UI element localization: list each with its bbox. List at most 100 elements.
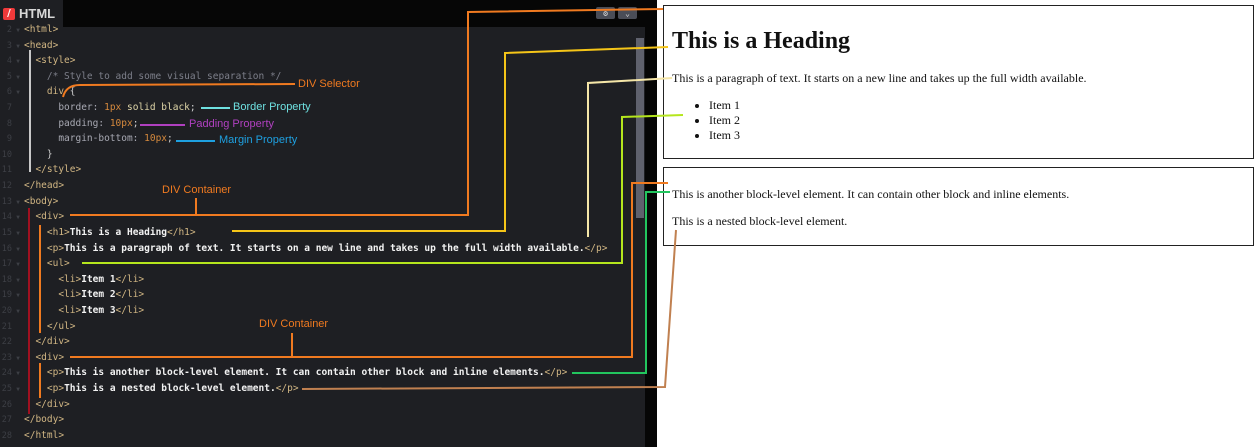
code-token: </div>: [35, 336, 70, 348]
code-token: <style>: [35, 55, 76, 67]
list-item: Item 2: [709, 113, 1245, 128]
html-logo-icon: /: [3, 7, 15, 20]
list-item: Item 3: [709, 128, 1245, 143]
code-token: <li>: [58, 273, 82, 285]
line-number: 14: [1, 212, 12, 223]
code-token: /* Style to add some visual separation *…: [46, 70, 282, 82]
code-token: div: [46, 86, 65, 98]
code-token: </li>: [115, 304, 145, 316]
code-line[interactable]: 25▼ <p>This is a nested block-level elem…: [0, 381, 607, 397]
code-line[interactable]: 21 </ul>: [0, 319, 607, 335]
code-token: ;: [132, 117, 139, 129]
code-line[interactable]: 13▼<body>: [0, 194, 607, 210]
code-token: border:: [58, 102, 105, 114]
code-line[interactable]: 9 margin-bottom: 10px;: [0, 131, 607, 147]
div-selector-label: DIV Selector: [298, 78, 360, 90]
code-line[interactable]: 19▼ <li>Item 2</li>: [0, 287, 607, 303]
code-token: This is another block-level element. It …: [64, 367, 545, 379]
fold-arrow-icon[interactable]: ▼: [16, 89, 20, 97]
fold-arrow-icon[interactable]: ▼: [16, 370, 20, 378]
code-line[interactable]: 18▼ <li>Item 1</li>: [0, 272, 607, 288]
code-token: <li>: [58, 304, 82, 316]
code-token: </p>: [275, 383, 299, 395]
fold-arrow-icon[interactable]: ▼: [16, 386, 20, 394]
code-token: </style>: [35, 164, 82, 176]
line-number: 2: [6, 25, 12, 35]
code-token: </h1>: [167, 226, 196, 238]
code-token: <body>: [24, 195, 59, 207]
fold-arrow-icon[interactable]: ▼: [16, 307, 20, 315]
code-line[interactable]: 12 </head>: [0, 178, 607, 194]
line-number: 25: [1, 384, 12, 395]
fold-arrow-icon[interactable]: ▼: [16, 354, 20, 362]
tab-html[interactable]: / HTML: [0, 0, 63, 27]
fold-arrow-icon[interactable]: ▼: [16, 42, 20, 50]
code-token: </p>: [544, 367, 568, 379]
code-token: Item 2: [81, 289, 116, 301]
divider[interactable]: [645, 0, 657, 447]
code-line[interactable]: 8 padding: 10px;: [0, 116, 607, 132]
code-line[interactable]: 22 </div>: [0, 334, 607, 350]
code-token: </div>: [35, 398, 70, 410]
code-token: <div>: [35, 351, 65, 363]
code-line[interactable]: 26 </div>: [0, 397, 607, 413]
code-line[interactable]: 23 ▼ <div>: [0, 350, 607, 366]
line-number: 3: [6, 40, 12, 51]
code-token: 10px: [109, 117, 133, 129]
fold-arrow-icon[interactable]: ▼: [16, 261, 20, 269]
code-line[interactable]: 10 }: [0, 147, 607, 163]
code-line[interactable]: 14▼ <div>: [0, 209, 607, 225]
preview-pane: This is a Heading This is a paragraph of…: [657, 0, 1258, 447]
code-line[interactable]: 27</body>: [0, 412, 607, 428]
fold-arrow-icon[interactable]: ▼: [16, 229, 20, 237]
preview-div-1: This is a Heading This is a paragraph of…: [663, 5, 1254, 159]
code-token: </p>: [584, 242, 608, 254]
list-item: Item 1: [709, 98, 1245, 113]
scrollbar[interactable]: [636, 38, 644, 218]
line-number: 19: [1, 290, 12, 301]
code-line[interactable]: 2▼<html>: [0, 22, 607, 38]
code-token: }: [46, 148, 53, 160]
fold-arrow-icon[interactable]: ▼: [16, 245, 20, 253]
code-line[interactable]: 16▼ <p>This is a paragraph of text. It s…: [0, 241, 608, 257]
chevron-down-icon[interactable]: ⌄: [618, 7, 637, 19]
code-token: margin-bottom:: [58, 133, 145, 145]
fold-arrow-icon[interactable]: ▼: [16, 27, 20, 34]
code-line[interactable]: 20▼ <li>Item 3</li>: [0, 303, 607, 319]
code-token: </head>: [24, 180, 65, 192]
code-editor[interactable]: / HTML ⚙ ⌄ 2▼<html>3▼<head>4▼ <style>5▼ …: [0, 0, 645, 447]
fold-arrow-icon[interactable]: ▼: [16, 292, 20, 300]
line-number: 7: [6, 103, 12, 114]
code-line[interactable]: 3 ▼ <head>: [0, 38, 607, 54]
line-number: 26: [1, 399, 12, 410]
code-token: </ul>: [46, 320, 76, 332]
code-line[interactable]: 24▼ <p>This is another block-level eleme…: [0, 365, 607, 381]
code-token: This is a Heading: [69, 226, 168, 238]
code-token: </body>: [24, 414, 65, 426]
code-token: </li>: [115, 273, 145, 285]
fold-arrow-icon[interactable]: ▼: [16, 58, 20, 66]
div-container-label-2: DIV Container: [259, 318, 329, 330]
fold-arrow-icon[interactable]: ▼: [16, 276, 20, 284]
line-number: 12: [1, 181, 12, 192]
code-line[interactable]: 4 ▼ <style>: [0, 53, 607, 69]
line-number: 16: [1, 243, 12, 254]
code-line[interactable]: 28</html>: [0, 428, 607, 444]
line-number: 23: [1, 352, 12, 363]
code-line[interactable]: 17▼ <ul>: [0, 256, 607, 272]
line-number: 6: [6, 87, 12, 98]
line-number: 4: [6, 56, 12, 67]
code-token: 10px: [144, 133, 168, 145]
fold-arrow-icon[interactable]: ▼: [16, 73, 20, 81]
code-token: <head>: [24, 39, 59, 51]
preview-paragraph: This is a paragraph of text. It starts o…: [672, 71, 1087, 85]
line-number: 24: [1, 368, 12, 379]
code-token: <p>: [46, 383, 65, 395]
code-token: <p>: [46, 242, 65, 254]
code-line[interactable]: 11 </style>: [0, 162, 607, 178]
padding-label: Padding Property: [189, 118, 274, 130]
fold-arrow-icon[interactable]: ▼: [16, 214, 20, 222]
code-line[interactable]: 15▼ <h1>This is a Heading</h1>: [0, 225, 607, 241]
fold-arrow-icon[interactable]: ▼: [16, 198, 20, 206]
gear-icon[interactable]: ⚙: [596, 7, 615, 19]
